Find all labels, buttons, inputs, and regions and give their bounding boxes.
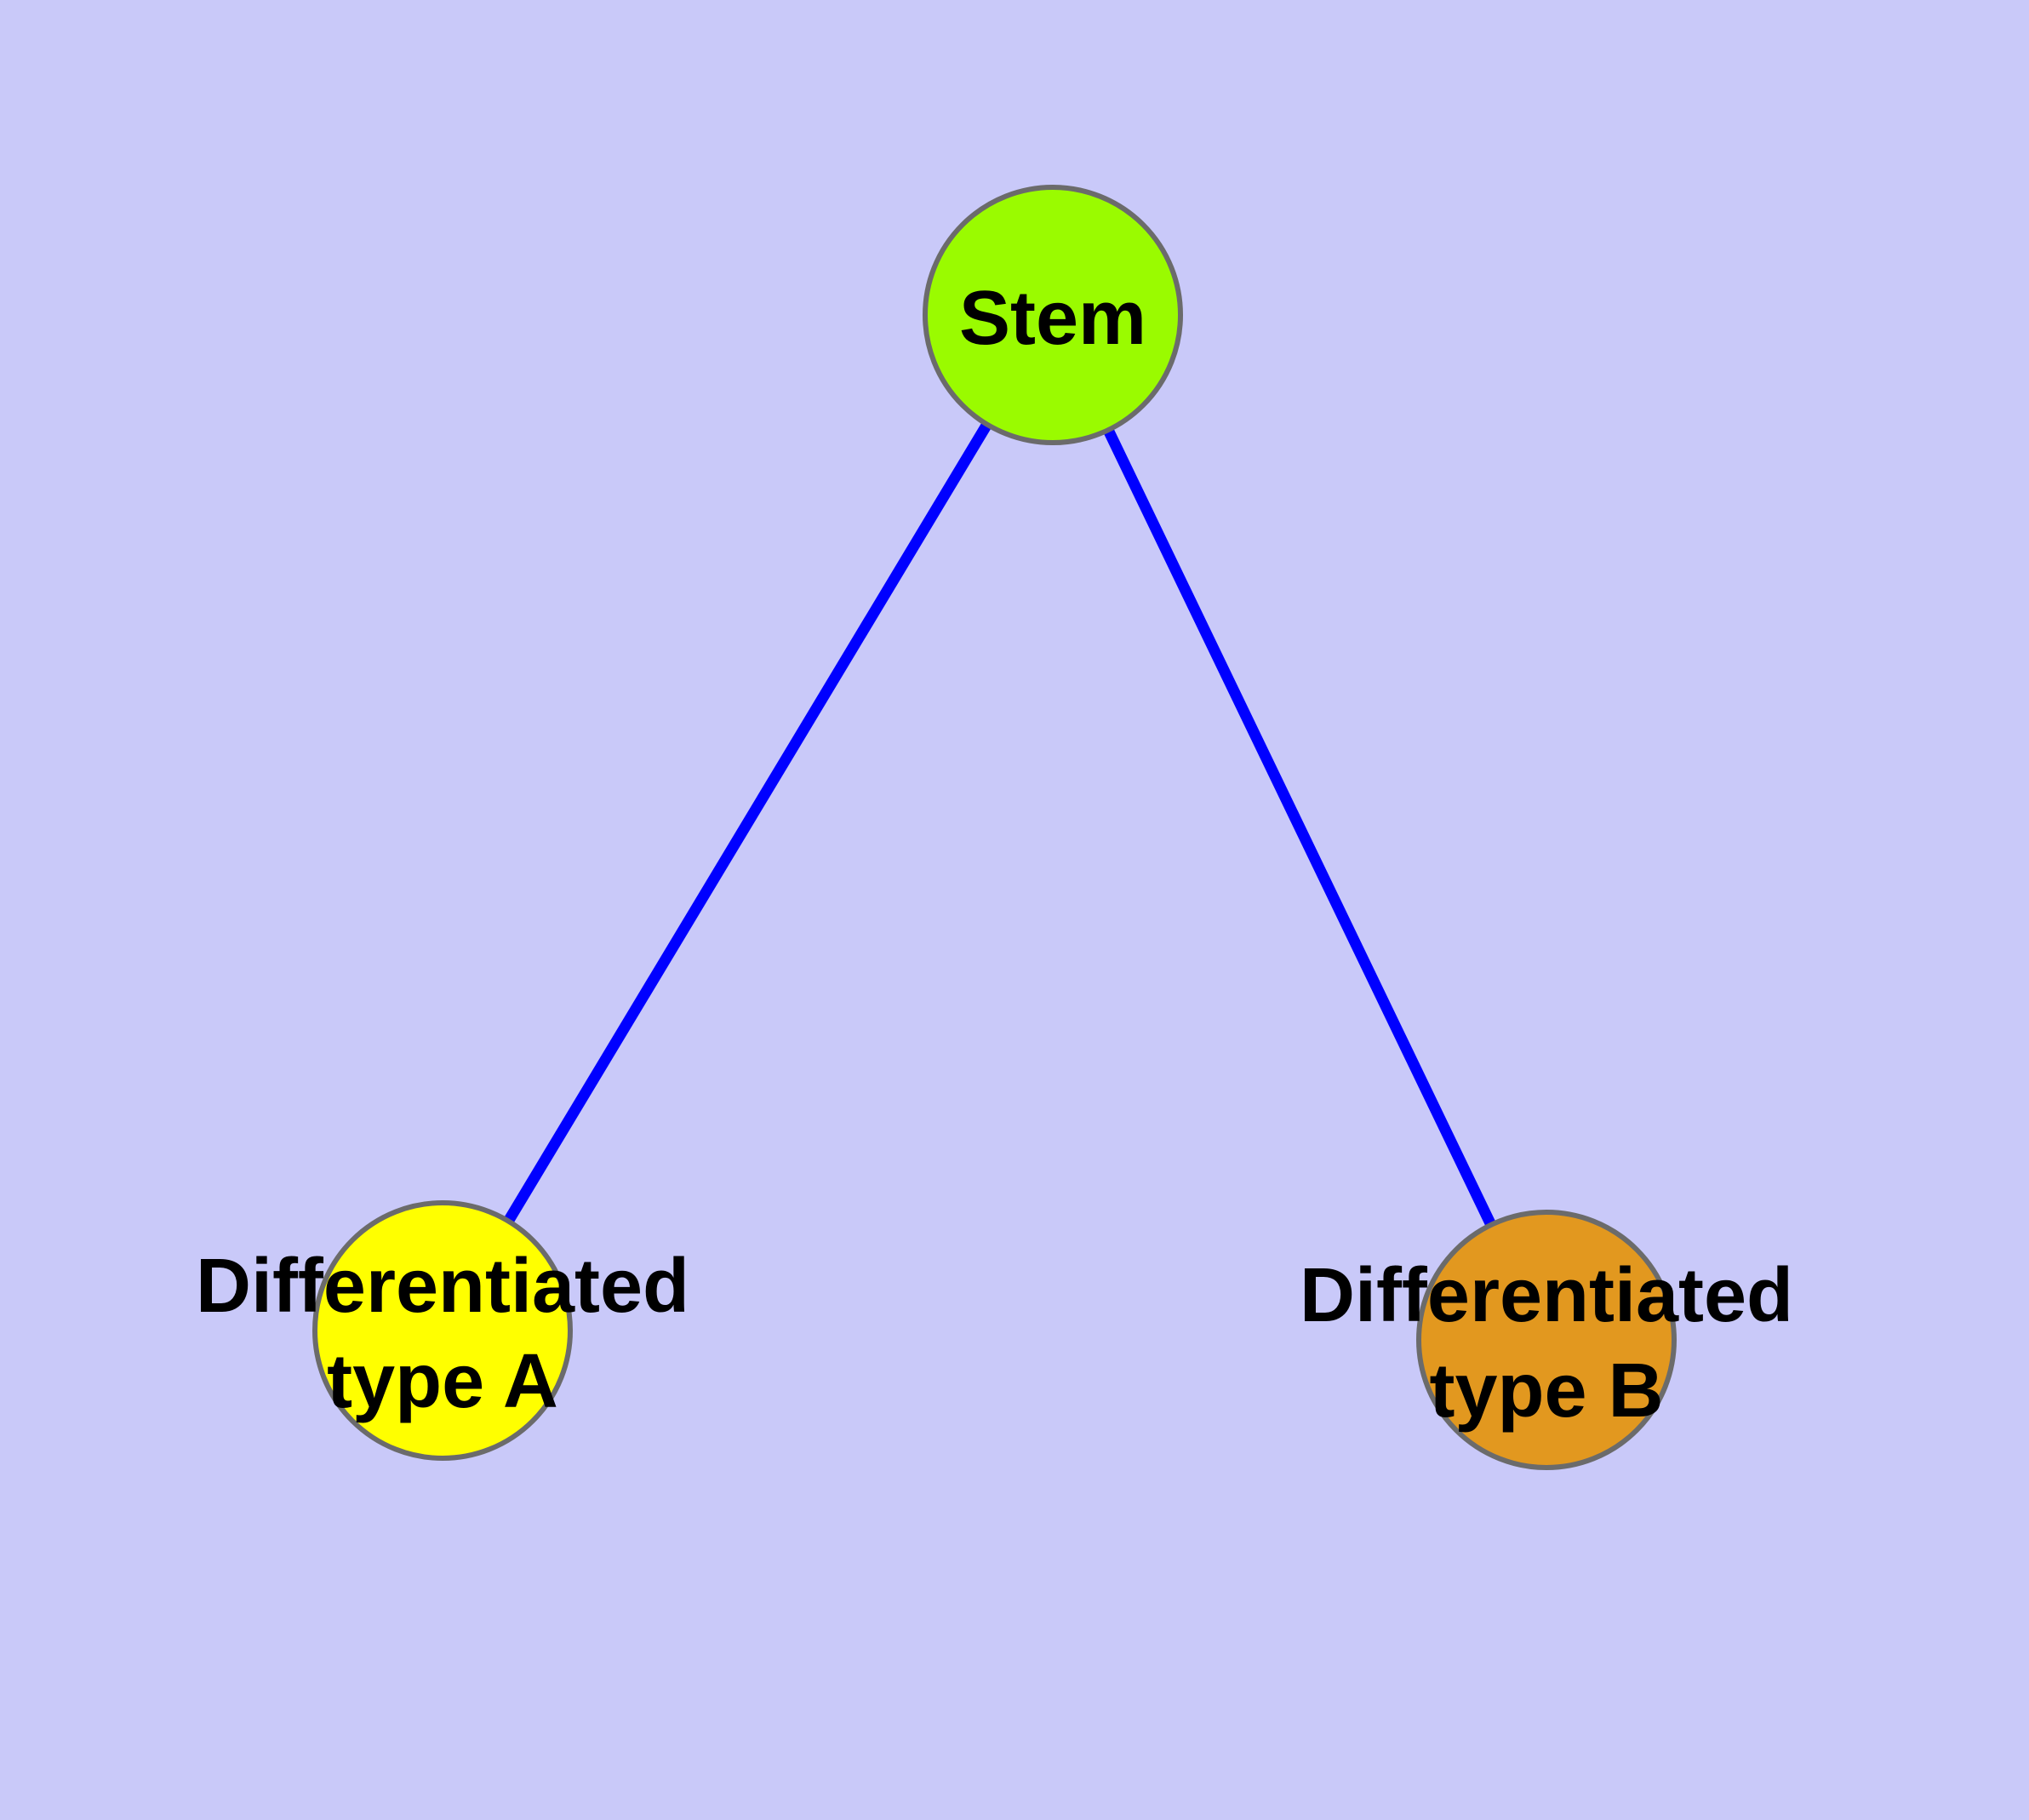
- node-circle-type-a: [312, 1200, 573, 1461]
- node-circle-stem: [923, 185, 1183, 445]
- node-label-line: Differentiated: [1300, 1253, 1793, 1338]
- node-label-line: type A: [327, 1339, 558, 1424]
- node-label-stem: Stem: [959, 276, 1146, 361]
- node-label-line: Differentiated: [196, 1244, 689, 1329]
- node-circle-type-b: [1416, 1210, 1677, 1470]
- node-label-type-b: Differentiated type B: [1300, 1253, 1793, 1434]
- edge-stem-to-type-b: [1048, 312, 1552, 1342]
- node-label-line: type B: [1429, 1348, 1663, 1434]
- node-label-type-a: Differentiated type A: [196, 1244, 689, 1424]
- node-label-line: Stem: [959, 276, 1146, 361]
- edge-stem-to-type-a: [437, 312, 1058, 1334]
